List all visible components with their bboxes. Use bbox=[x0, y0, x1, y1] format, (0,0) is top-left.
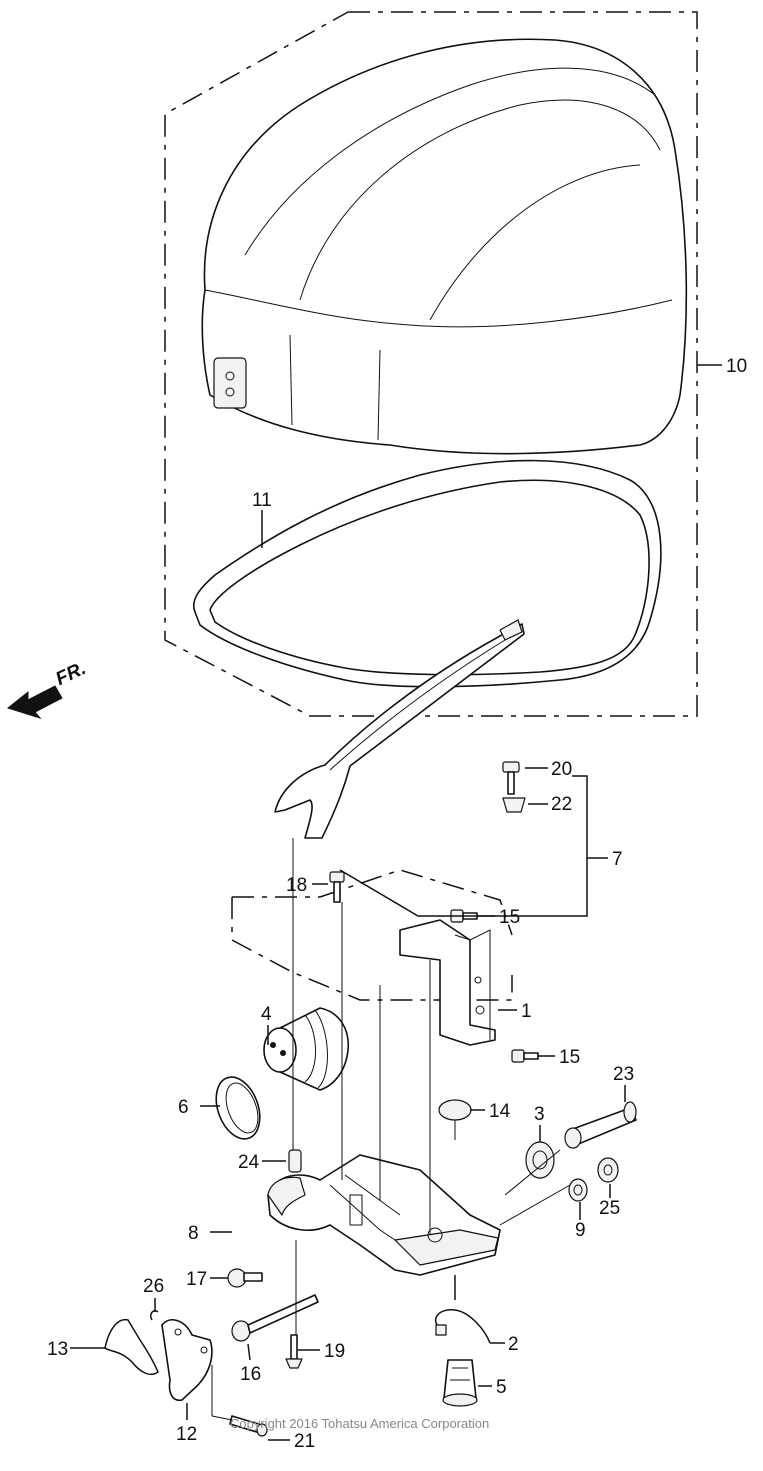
top-cowling bbox=[201, 38, 688, 455]
callout-15-lower: 15 bbox=[559, 1047, 580, 1068]
throttle-grip bbox=[263, 1007, 349, 1091]
callout-15-upper: 15 bbox=[499, 907, 520, 928]
callout-11: 11 bbox=[252, 490, 272, 511]
lever-12 bbox=[161, 1319, 213, 1402]
callout-16: 16 bbox=[240, 1364, 261, 1385]
bracket-group-boundary bbox=[231, 869, 513, 1001]
shaft-23 bbox=[564, 1101, 637, 1149]
callout-9: 9 bbox=[575, 1220, 586, 1241]
callout-19: 19 bbox=[324, 1341, 345, 1362]
bolt-15-lower bbox=[511, 1049, 539, 1063]
clip-26 bbox=[149, 1309, 159, 1321]
callout-12: 12 bbox=[176, 1424, 197, 1445]
callout-24: 24 bbox=[238, 1152, 260, 1173]
bushing-3 bbox=[525, 1141, 555, 1179]
pin-24 bbox=[288, 1149, 302, 1173]
tiller-arm-bracket bbox=[267, 1154, 501, 1276]
callout-22: 22 bbox=[551, 794, 572, 815]
callout-7: 7 bbox=[612, 849, 623, 870]
plug-14 bbox=[438, 1099, 472, 1121]
callout-21: 21 bbox=[294, 1431, 315, 1452]
clamp-ring bbox=[215, 1076, 261, 1140]
callout-14: 14 bbox=[489, 1101, 511, 1122]
callout-17: 17 bbox=[186, 1269, 207, 1290]
callout-13: 13 bbox=[47, 1339, 68, 1360]
wire-clip-2 bbox=[434, 1309, 491, 1344]
callout-20: 20 bbox=[551, 759, 572, 780]
callout-25: 25 bbox=[599, 1198, 620, 1219]
callout-1: 1 bbox=[521, 1001, 532, 1022]
bolt-16 bbox=[231, 1294, 319, 1342]
callout-26: 26 bbox=[143, 1276, 164, 1297]
callout-6: 6 bbox=[178, 1097, 189, 1118]
grommet-22 bbox=[502, 797, 526, 813]
bolt-20 bbox=[502, 761, 520, 795]
callout-8: 8 bbox=[188, 1223, 199, 1244]
callout-10: 10 bbox=[726, 356, 747, 377]
callout-3: 3 bbox=[534, 1104, 545, 1125]
callout-2: 2 bbox=[508, 1334, 519, 1355]
callout-labels: 10 11 20 22 7 18 15 1 15 4 23 6 14 3 24 … bbox=[47, 356, 747, 1452]
bushing-25 bbox=[597, 1157, 619, 1183]
wire-13 bbox=[104, 1318, 159, 1376]
screw-18 bbox=[329, 871, 345, 903]
pin-21 bbox=[229, 1415, 268, 1437]
callout-23: 23 bbox=[613, 1064, 634, 1085]
cap-5 bbox=[442, 1359, 478, 1407]
throttle-bracket bbox=[399, 919, 496, 1046]
copyright-notice: Copyright 2016 Tohatsu America Corporati… bbox=[230, 1416, 489, 1431]
front-direction-arrow: FR. bbox=[6, 658, 90, 719]
callout-5: 5 bbox=[496, 1377, 507, 1398]
callout-4: 4 bbox=[261, 1004, 272, 1025]
cowling-seal bbox=[193, 459, 662, 688]
bushing-9 bbox=[568, 1178, 588, 1202]
bolt-17 bbox=[227, 1268, 263, 1288]
direction-label: FR. bbox=[53, 658, 90, 690]
handle-cover bbox=[274, 619, 525, 839]
screw-19 bbox=[285, 1334, 303, 1369]
cowl-group-boundary bbox=[164, 11, 698, 717]
leader-lines bbox=[70, 364, 722, 1441]
callout-18: 18 bbox=[286, 875, 307, 896]
